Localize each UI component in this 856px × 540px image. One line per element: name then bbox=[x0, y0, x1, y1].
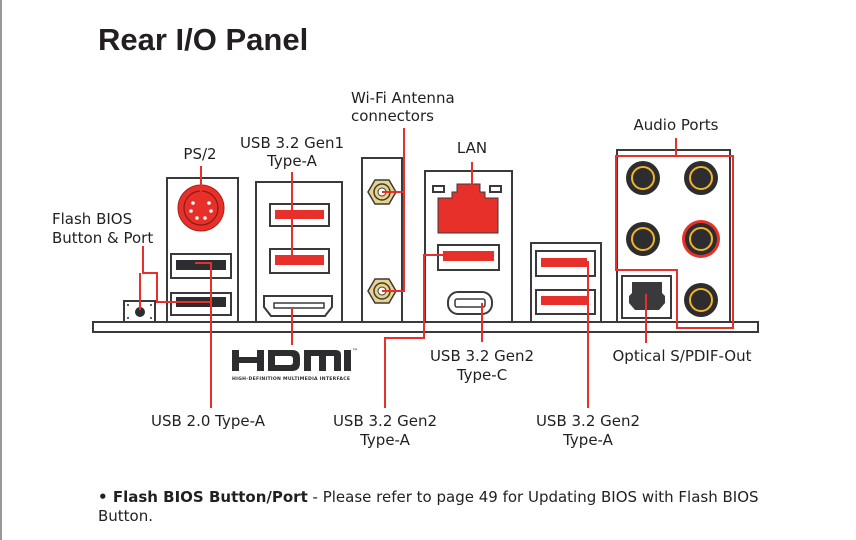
label-optical: Optical S/PDIF-Out bbox=[613, 347, 752, 365]
svg-text:HIGH-DEFINITION MULTIMEDIA INT: HIGH-DEFINITION MULTIMEDIA INTERFACE bbox=[232, 376, 350, 382]
label-wifi: Wi-Fi Antenna bbox=[351, 89, 455, 107]
page-title: Rear I/O Panel bbox=[98, 22, 308, 57]
label-usb-gen2-a-2: Type-A bbox=[359, 431, 411, 449]
usb-gen2-lan-port bbox=[437, 244, 500, 271]
label-audio: Audio Ports bbox=[634, 116, 719, 134]
usb-gen2-port-top bbox=[535, 250, 596, 277]
flash-bios-note: • Flash BIOS Button/Port - Please refer … bbox=[98, 488, 778, 526]
usb-gen2-port-bottom bbox=[535, 289, 596, 315]
usb-gen1-port-bottom bbox=[269, 248, 330, 274]
hdmi-logo: ™ HIGH-DEFINITION MULTIMEDIA INTERFACE bbox=[232, 348, 358, 382]
note-text: - Please refer to page 49 for Updating B… bbox=[98, 488, 759, 525]
label-flash-bios-2: Button & Port bbox=[52, 229, 153, 247]
label-usb20: USB 2.0 Type-A bbox=[151, 412, 266, 430]
audio-highlight-outline bbox=[615, 155, 734, 329]
label-usb-gen1: USB 3.2 Gen1 bbox=[240, 134, 344, 152]
audio-jack bbox=[626, 222, 660, 256]
svg-text:™: ™ bbox=[352, 348, 358, 355]
audio-jack bbox=[626, 161, 660, 195]
label-usb-gen2-b: USB 3.2 Gen2 bbox=[536, 412, 640, 430]
label-usb-gen2-b-2: Type-A bbox=[562, 431, 614, 449]
label-flash-bios: Flash BIOS bbox=[52, 210, 132, 228]
usb-gen1-port-top bbox=[269, 203, 330, 227]
usb20-port-bottom bbox=[170, 292, 232, 316]
label-typec-2: Type-C bbox=[456, 366, 507, 384]
flash-bios-button bbox=[123, 300, 156, 323]
lan-port bbox=[432, 183, 502, 234]
hdmi-port bbox=[263, 295, 333, 317]
audio-jack-mic bbox=[682, 220, 720, 258]
bullet: • bbox=[98, 488, 108, 506]
audio-jack bbox=[684, 161, 718, 195]
ps2-port bbox=[177, 184, 225, 232]
audio-jacks bbox=[626, 161, 720, 317]
label-usb-gen1-2: Type-A bbox=[266, 152, 318, 170]
label-lan: LAN bbox=[457, 139, 487, 157]
audio-jack bbox=[684, 283, 718, 317]
leader-lines bbox=[139, 128, 677, 408]
usb20-port-top bbox=[170, 253, 232, 279]
label-ps2: PS/2 bbox=[183, 145, 216, 163]
label-usb-gen2-a: USB 3.2 Gen2 bbox=[333, 412, 437, 430]
io-shield-bar bbox=[92, 321, 759, 333]
label-wifi-2: connectors bbox=[351, 107, 434, 125]
usb-typec-port bbox=[447, 291, 493, 315]
note-heading: Flash BIOS Button/Port bbox=[112, 488, 308, 506]
label-typec: USB 3.2 Gen2 bbox=[430, 347, 534, 365]
